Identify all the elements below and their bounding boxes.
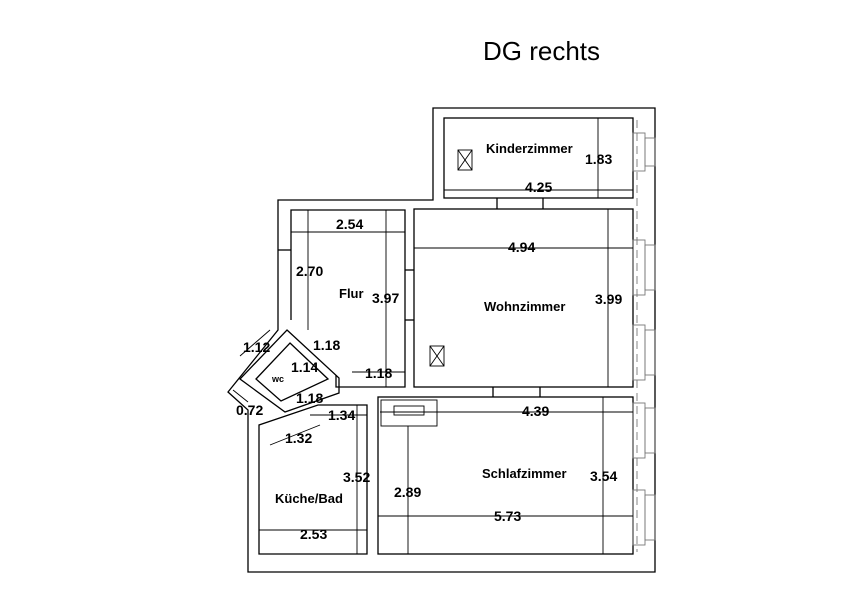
room-schlafzimmer <box>377 396 634 555</box>
counter-icon <box>380 399 438 427</box>
dim-label: 1.32 <box>285 430 312 446</box>
dim-label: 2.89 <box>394 484 421 500</box>
room-wc <box>255 342 330 402</box>
dim-label: 1.34 <box>328 407 355 423</box>
dim-label: 1.18 <box>365 365 392 381</box>
dim-label: 1.14 <box>291 359 318 375</box>
dim-label: 4.39 <box>522 403 549 419</box>
wc-wall <box>239 329 340 413</box>
windows <box>632 120 656 552</box>
dim-label: 3.52 <box>343 469 370 485</box>
dim-label: 4.94 <box>508 239 535 255</box>
label-kinderzimmer: Kinderzimmer <box>486 141 573 156</box>
dim-label: 1.12 <box>243 339 270 355</box>
dim-label: 3.99 <box>595 291 622 307</box>
label-wc: wc <box>271 374 284 384</box>
label-schlafzimmer: Schlafzimmer <box>482 466 567 481</box>
room-kueche-bad <box>258 404 368 555</box>
dim-label: 4.25 <box>525 179 552 195</box>
dim-label: 0.72 <box>236 402 263 418</box>
dim-label: 3.97 <box>372 290 399 306</box>
dim-label: 2.53 <box>300 526 327 542</box>
chimney-icon <box>429 345 445 367</box>
label-kueche-bad: Küche/Bad <box>275 491 343 506</box>
dim-label: 2.54 <box>336 216 363 232</box>
dimension-lines <box>232 118 633 554</box>
label-wohnzimmer: Wohnzimmer <box>484 299 565 314</box>
label-flur: Flur <box>339 286 364 301</box>
dim-label: 5.73 <box>494 508 521 524</box>
dim-label: 1.18 <box>313 337 340 353</box>
dim-label: 1.18 <box>296 390 323 406</box>
room-flur <box>290 209 406 388</box>
dim-label: 1.83 <box>585 151 612 167</box>
chimney-icon <box>457 149 473 171</box>
room-wohnzimmer <box>413 208 634 388</box>
dim-label: 3.54 <box>590 468 617 484</box>
plan-title: DG rechts <box>483 36 600 66</box>
dim-label: 2.70 <box>296 263 323 279</box>
